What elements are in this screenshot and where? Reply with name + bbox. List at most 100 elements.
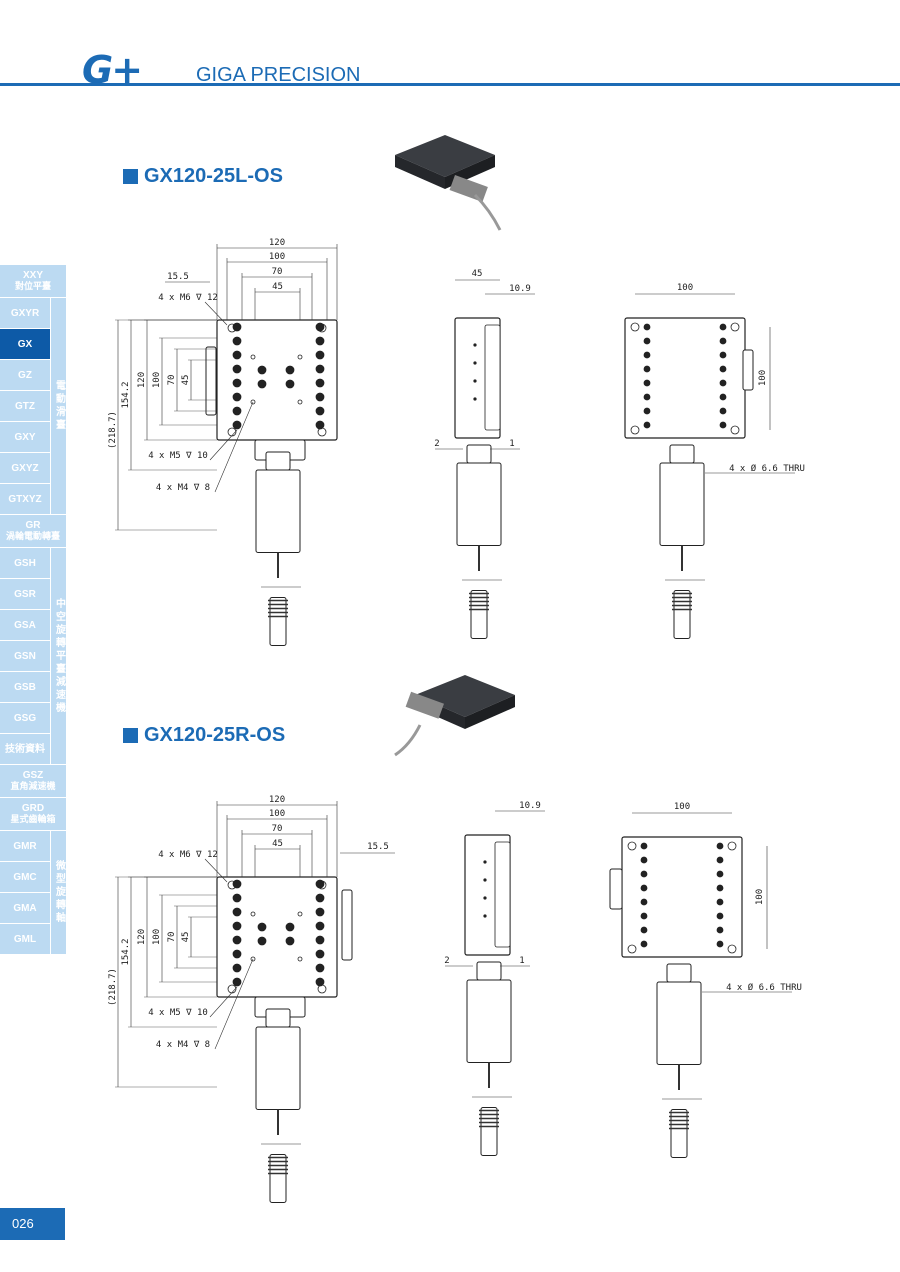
dimension-label: 100 [269,809,285,819]
drawing-line [209,986,238,1018]
drawing-hole [257,922,267,932]
drawing-outline [666,963,692,983]
sidebar-item-gxyz[interactable]: GXYZ [0,453,50,484]
sidebar-item-gxy[interactable]: GXY [0,422,50,453]
sidebar-group-column: 中空旋轉平臺減速機 [50,548,66,765]
drawing-hole [730,425,740,435]
drawing-hole [232,921,242,931]
sidebar-item-gx[interactable]: GX [0,329,50,360]
sidebar-item-gsg[interactable]: GSG [0,703,50,734]
sidebar-item-gml[interactable]: GML [0,924,50,955]
dimension-label: (218.7) [108,968,118,1006]
sidebar-item-gxyr[interactable]: GXYR [0,298,50,329]
sidebar-group-column: 微型旋轉軸 [50,831,66,955]
drawing-hole [643,393,651,401]
drawing-outline [255,469,301,553]
sidebar-item-label: GSG [13,712,37,724]
dimension-label: 4 x M4 ∇ 8 [156,483,210,493]
drawing-hole [257,379,267,389]
sidebar-item-gsn[interactable]: GSN [0,641,50,672]
drawing-hole [232,406,242,416]
drawing-hole [315,977,325,987]
drawing-hole [483,878,487,882]
drawing-outline [265,451,291,471]
drawing-hole [640,940,648,948]
drawing-hole [232,322,242,332]
drawing-hole [716,884,724,892]
sidebar-item-gsh[interactable]: GSH [0,548,50,579]
page-number: 026 [0,1208,65,1240]
sidebar-item-label: 技術資料 [5,743,45,755]
dimension-label: 120 [137,929,147,945]
drawing-outline [742,349,754,391]
dimension-label: 100 [152,372,162,388]
dimension-label: 120 [137,372,147,388]
drawing-hole [232,879,242,889]
sidebar-item-技術資料[interactable]: 技術資料 [0,734,50,765]
drawing-hole [640,912,648,920]
header-rule [0,83,900,86]
dimension-label: 4 x M4 ∇ 8 [156,1040,210,1050]
product-name: GX120-25L-OS [144,165,283,187]
drawing-hole [232,364,242,374]
sidebar-item-gz[interactable]: GZ [0,360,50,391]
dimension-label: 45 [272,282,283,292]
sidebar-item-gmr[interactable]: GMR [0,831,50,862]
sidebar-item-gtz[interactable]: GTZ [0,391,50,422]
sidebar-group-label: 中空旋轉平臺減速機 [53,597,65,715]
dimension-label: 10.9 [509,284,531,294]
sidebar-item-sublabel: 渦輪電動轉臺 [5,531,60,541]
drawing-hole [232,949,242,959]
sidebar-item-label: GRD [21,803,45,814]
dimension-label: 100 [152,929,162,945]
dimension-label: 4 x M6 ∇ 12 [158,850,218,860]
drawing-line [209,429,238,461]
drawing-hole [250,911,256,917]
dimension-label: 120 [269,238,285,248]
drawing-hole [315,392,325,402]
sidebar-item-gsa[interactable]: GSA [0,610,50,641]
sidebar-item-label: XXY [22,270,43,281]
drawing-outline [609,868,623,910]
drawing-hole [719,323,727,331]
dimension-label: 10.9 [519,801,541,811]
drawing-outline [466,444,492,464]
sidebar-item-gma[interactable]: GMA [0,893,50,924]
drawing-hole [232,907,242,917]
drawing-hole [297,911,303,917]
product-title-1: GX120-25L-OS [123,165,283,188]
dimension-label: 1 [519,956,524,966]
drawing-hole [716,870,724,878]
sidebar-item-gmc[interactable]: GMC [0,862,50,893]
drawing-hole [630,322,640,332]
drawing-line [214,958,254,1050]
drawing-outline [624,317,746,439]
sidebar-item-gsb[interactable]: GSB [0,672,50,703]
drawing-hole [640,842,648,850]
drawing-outline [456,462,502,546]
drawing-hole [640,884,648,892]
drawing-hole [250,399,256,405]
drawing-hole [473,379,477,383]
product-name: GX120-25R-OS [144,724,286,746]
sidebar-item-gtxyz[interactable]: GTXYZ [0,484,50,515]
sidebar-item-label: GR [25,520,41,531]
drawing-hole [315,879,325,889]
sidebar-item-label: GSB [14,681,36,693]
brand-name: GIGA PRECISION [196,64,361,86]
drawing-hole [297,956,303,962]
drawing-hole [315,935,325,945]
drawing-hole [232,336,242,346]
drawing-hole [643,421,651,429]
sidebar-item-gsr[interactable]: GSR [0,579,50,610]
drawing-hole [257,936,267,946]
sidebar-item-label: GTXYZ [8,493,42,505]
drawing-hole [315,350,325,360]
dimension-label: (218.7) [108,411,118,449]
